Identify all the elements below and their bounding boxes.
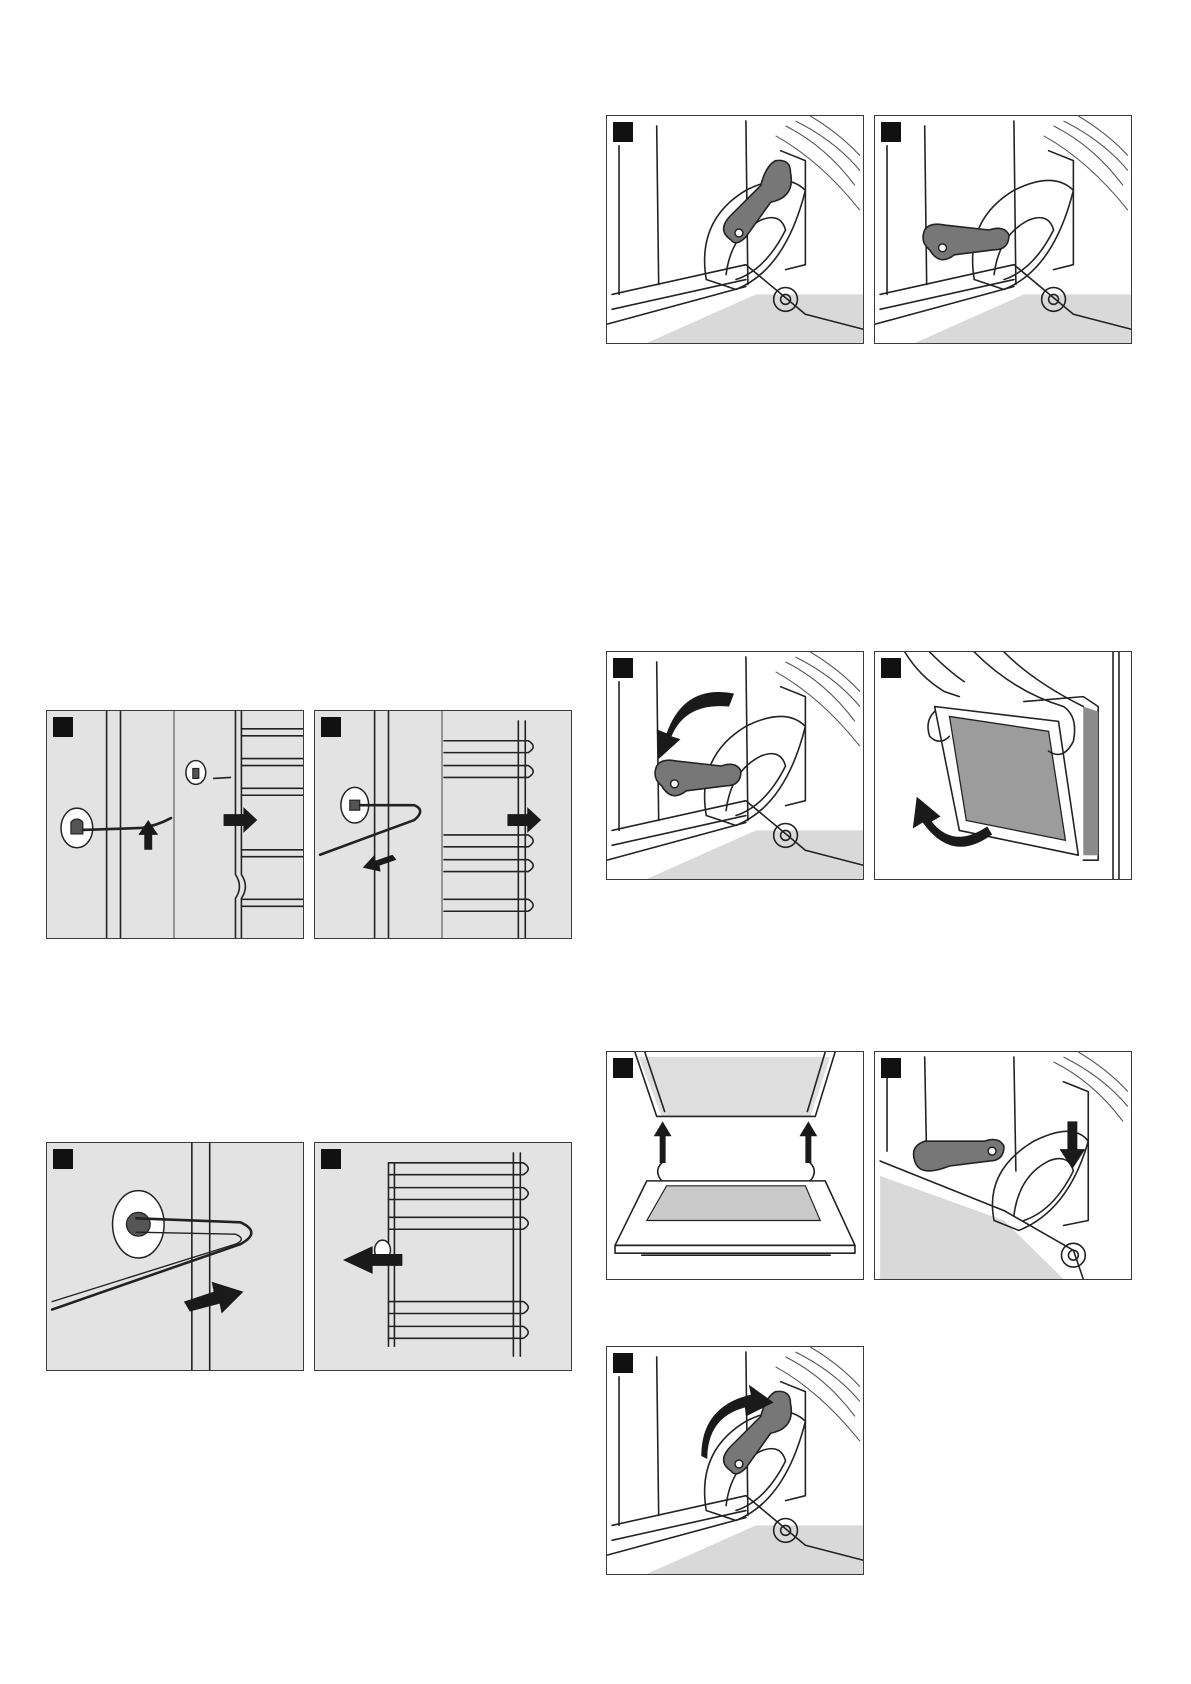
step-marker: [881, 1058, 901, 1078]
step-marker: [613, 122, 633, 142]
door-removal-hands-icon: [875, 652, 1131, 879]
step-marker: [321, 1149, 341, 1169]
figure-door-lift-out: [874, 651, 1132, 880]
rail-hook-lift-arrow: [47, 711, 303, 938]
rail-pull-out-arrow: [315, 711, 571, 938]
figure-rail-insert-b: [314, 1142, 572, 1371]
hinge-lever-icon: [607, 116, 863, 343]
rail-rod-push-arrow: [47, 1143, 303, 1370]
step-marker: [881, 658, 901, 678]
figure-door-insert: [606, 1051, 864, 1280]
figure-hinge-lever-open: [874, 115, 1132, 344]
down-arrow-icon: [875, 1052, 1131, 1279]
step-marker: [53, 1149, 73, 1169]
figure-rail-removal-a: [46, 710, 304, 939]
hinge-lever-folded-icon: [875, 116, 1131, 343]
figure-hinge-push-down: [874, 1051, 1132, 1280]
figure-rail-insert-a: [46, 1142, 304, 1371]
step-marker: [53, 717, 73, 737]
step-marker: [881, 122, 901, 142]
figure-hinge-lever-closed: [606, 115, 864, 344]
step-marker: [613, 658, 633, 678]
figure-hinge-lever-rotate: [606, 651, 864, 880]
door-hinge-insert-icon: [607, 1052, 863, 1279]
figure-hinge-lever-close: [606, 1346, 864, 1575]
step-marker: [613, 1058, 633, 1078]
step-marker: [613, 1353, 633, 1373]
figure-rail-removal-b: [314, 710, 572, 939]
curved-arrow-icon: [607, 652, 863, 879]
curved-arrow-up-icon: [607, 1347, 863, 1574]
step-marker: [321, 717, 341, 737]
rail-slide-left-arrow: [315, 1143, 571, 1370]
